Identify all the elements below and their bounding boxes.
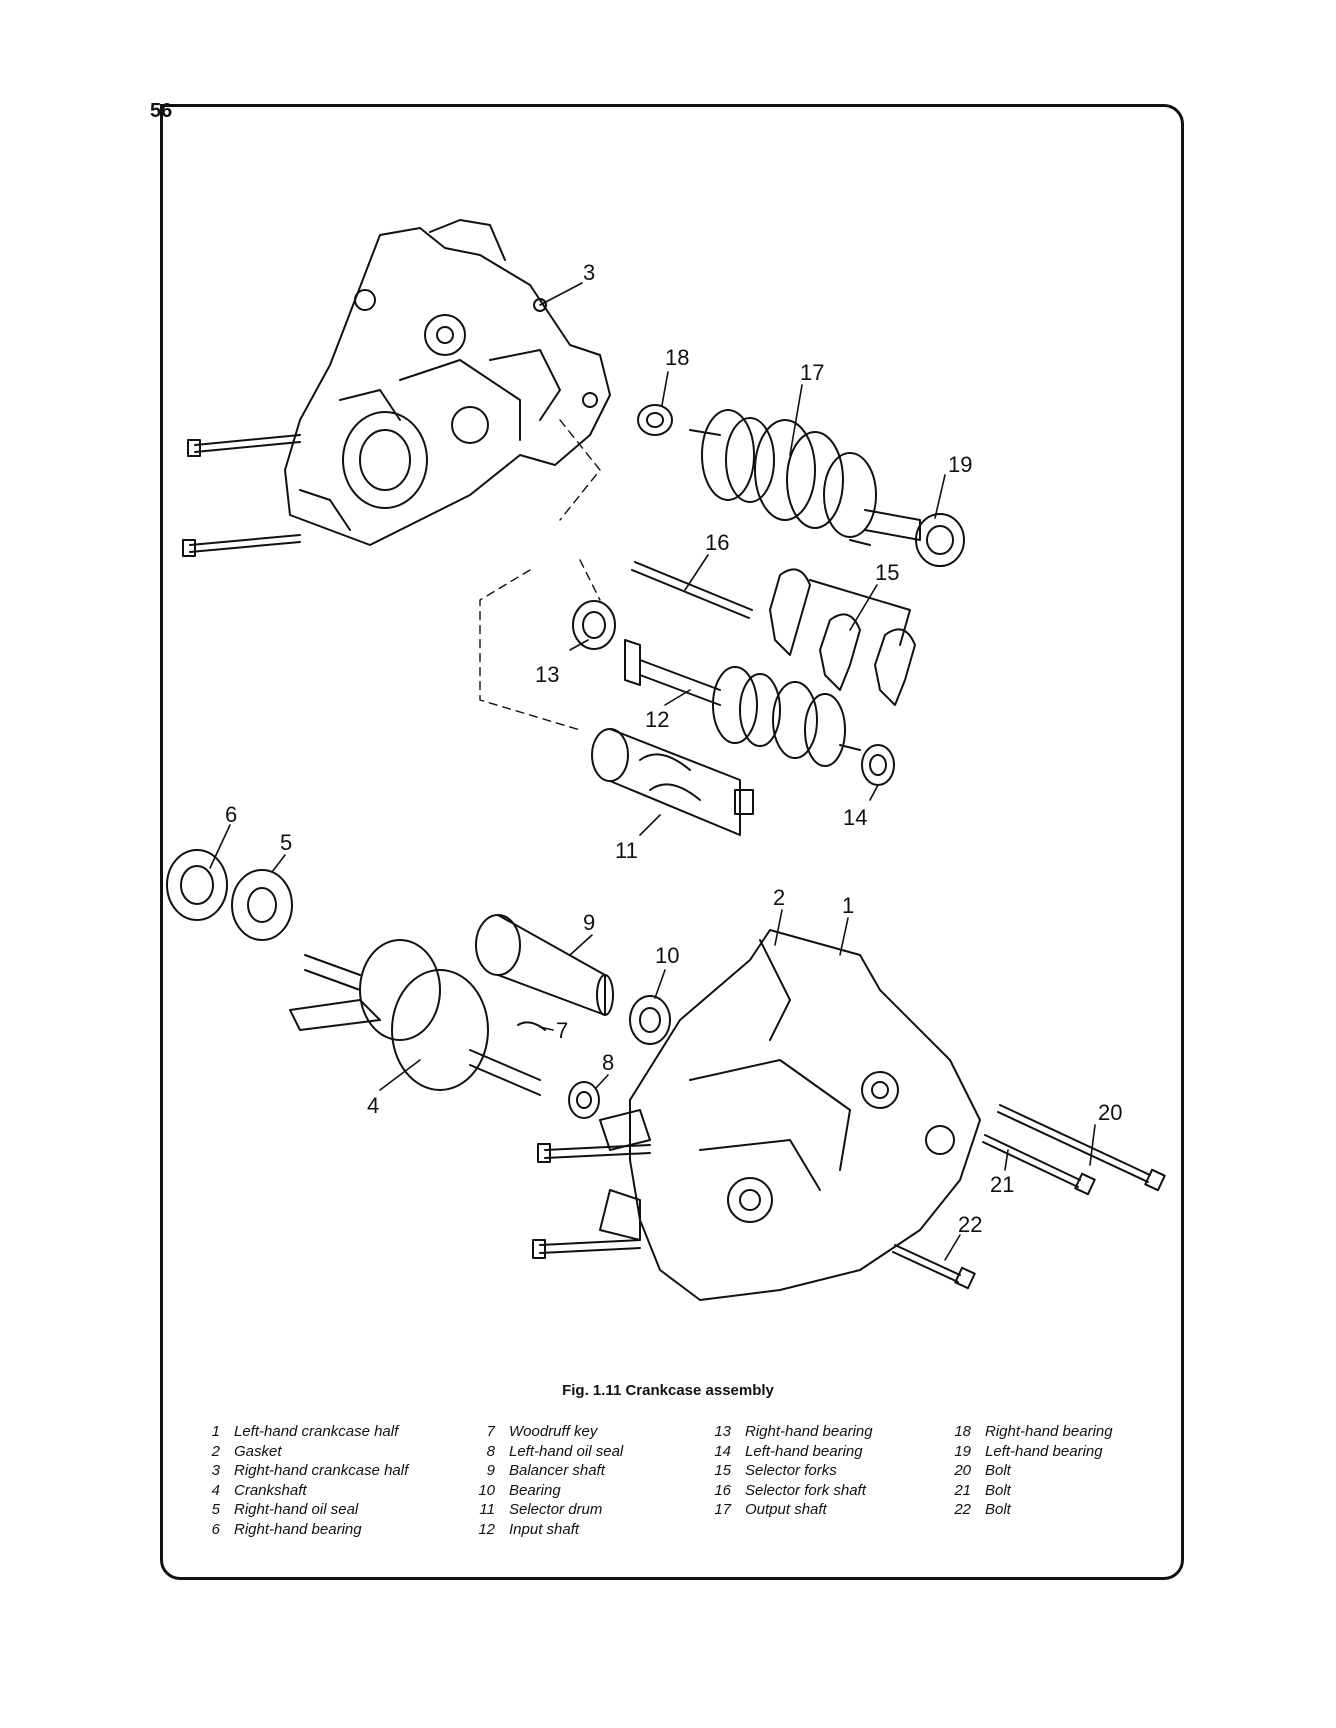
- callout-22: 22: [958, 1212, 982, 1237]
- crankshaft-drawing: [289, 939, 541, 1096]
- bolt-21-drawing: [982, 1134, 1096, 1196]
- output-shaft-drawing: [689, 409, 921, 546]
- right-hand-bearing-6-drawing: [166, 849, 228, 921]
- callout-11: 11: [615, 838, 638, 863]
- callout-17: 17: [800, 360, 824, 385]
- left-hand-crankcase-half-drawing: [532, 929, 981, 1301]
- callout-8: 8: [602, 1050, 614, 1075]
- figure-caption: Fig. 1.11 Crankcase assembly: [562, 1382, 774, 1399]
- callout-4: 4: [367, 1093, 379, 1118]
- callout-7: 7: [556, 1018, 568, 1043]
- callout-6: 6: [225, 802, 237, 827]
- selector-drum-drawing: [591, 728, 754, 836]
- selector-forks-drawing: [769, 568, 916, 706]
- callout-12: 12: [645, 707, 669, 732]
- callout-16: 16: [705, 530, 729, 555]
- woodruff-key-drawing: [517, 1021, 546, 1031]
- right-hand-crankcase-half-drawing: [182, 219, 611, 557]
- callout-10: 10: [655, 943, 679, 968]
- selector-fork-shaft-drawing: [631, 561, 753, 619]
- callout-2: 2: [773, 885, 785, 910]
- callout-3: 3: [583, 260, 595, 285]
- right-hand-bearing-18-drawing: [637, 404, 673, 436]
- callout-5: 5: [280, 830, 292, 855]
- callout-19: 19: [948, 452, 972, 477]
- bolt-20-drawing: [997, 1104, 1166, 1192]
- right-hand-bearing-13-drawing: [572, 600, 616, 650]
- bolt-22-drawing: [892, 1244, 976, 1290]
- input-shaft-drawing: [624, 639, 861, 767]
- callout-numbers: 3 18 17 19 16 15 13 12 14 11 6 5 9 10 7 …: [225, 260, 1122, 1237]
- callout-15: 15: [875, 560, 899, 585]
- callout-20: 20: [1098, 1100, 1122, 1125]
- callout-18: 18: [665, 345, 689, 370]
- left-hand-bearing-14-drawing: [861, 744, 895, 786]
- page-frame: [160, 104, 1184, 1580]
- callout-21: 21: [990, 1172, 1014, 1197]
- callout-14: 14: [843, 805, 867, 830]
- left-hand-bearing-19-drawing: [915, 513, 965, 567]
- callout-1: 1: [842, 893, 854, 918]
- callout-13: 13: [535, 662, 559, 687]
- right-hand-oil-seal-drawing: [231, 869, 293, 941]
- callout-9: 9: [583, 910, 595, 935]
- left-hand-oil-seal-drawing: [568, 1081, 600, 1119]
- bearing-10-drawing: [629, 995, 671, 1045]
- balancer-shaft-drawing: [475, 914, 614, 1016]
- callout-leaders: [209, 282, 1096, 1261]
